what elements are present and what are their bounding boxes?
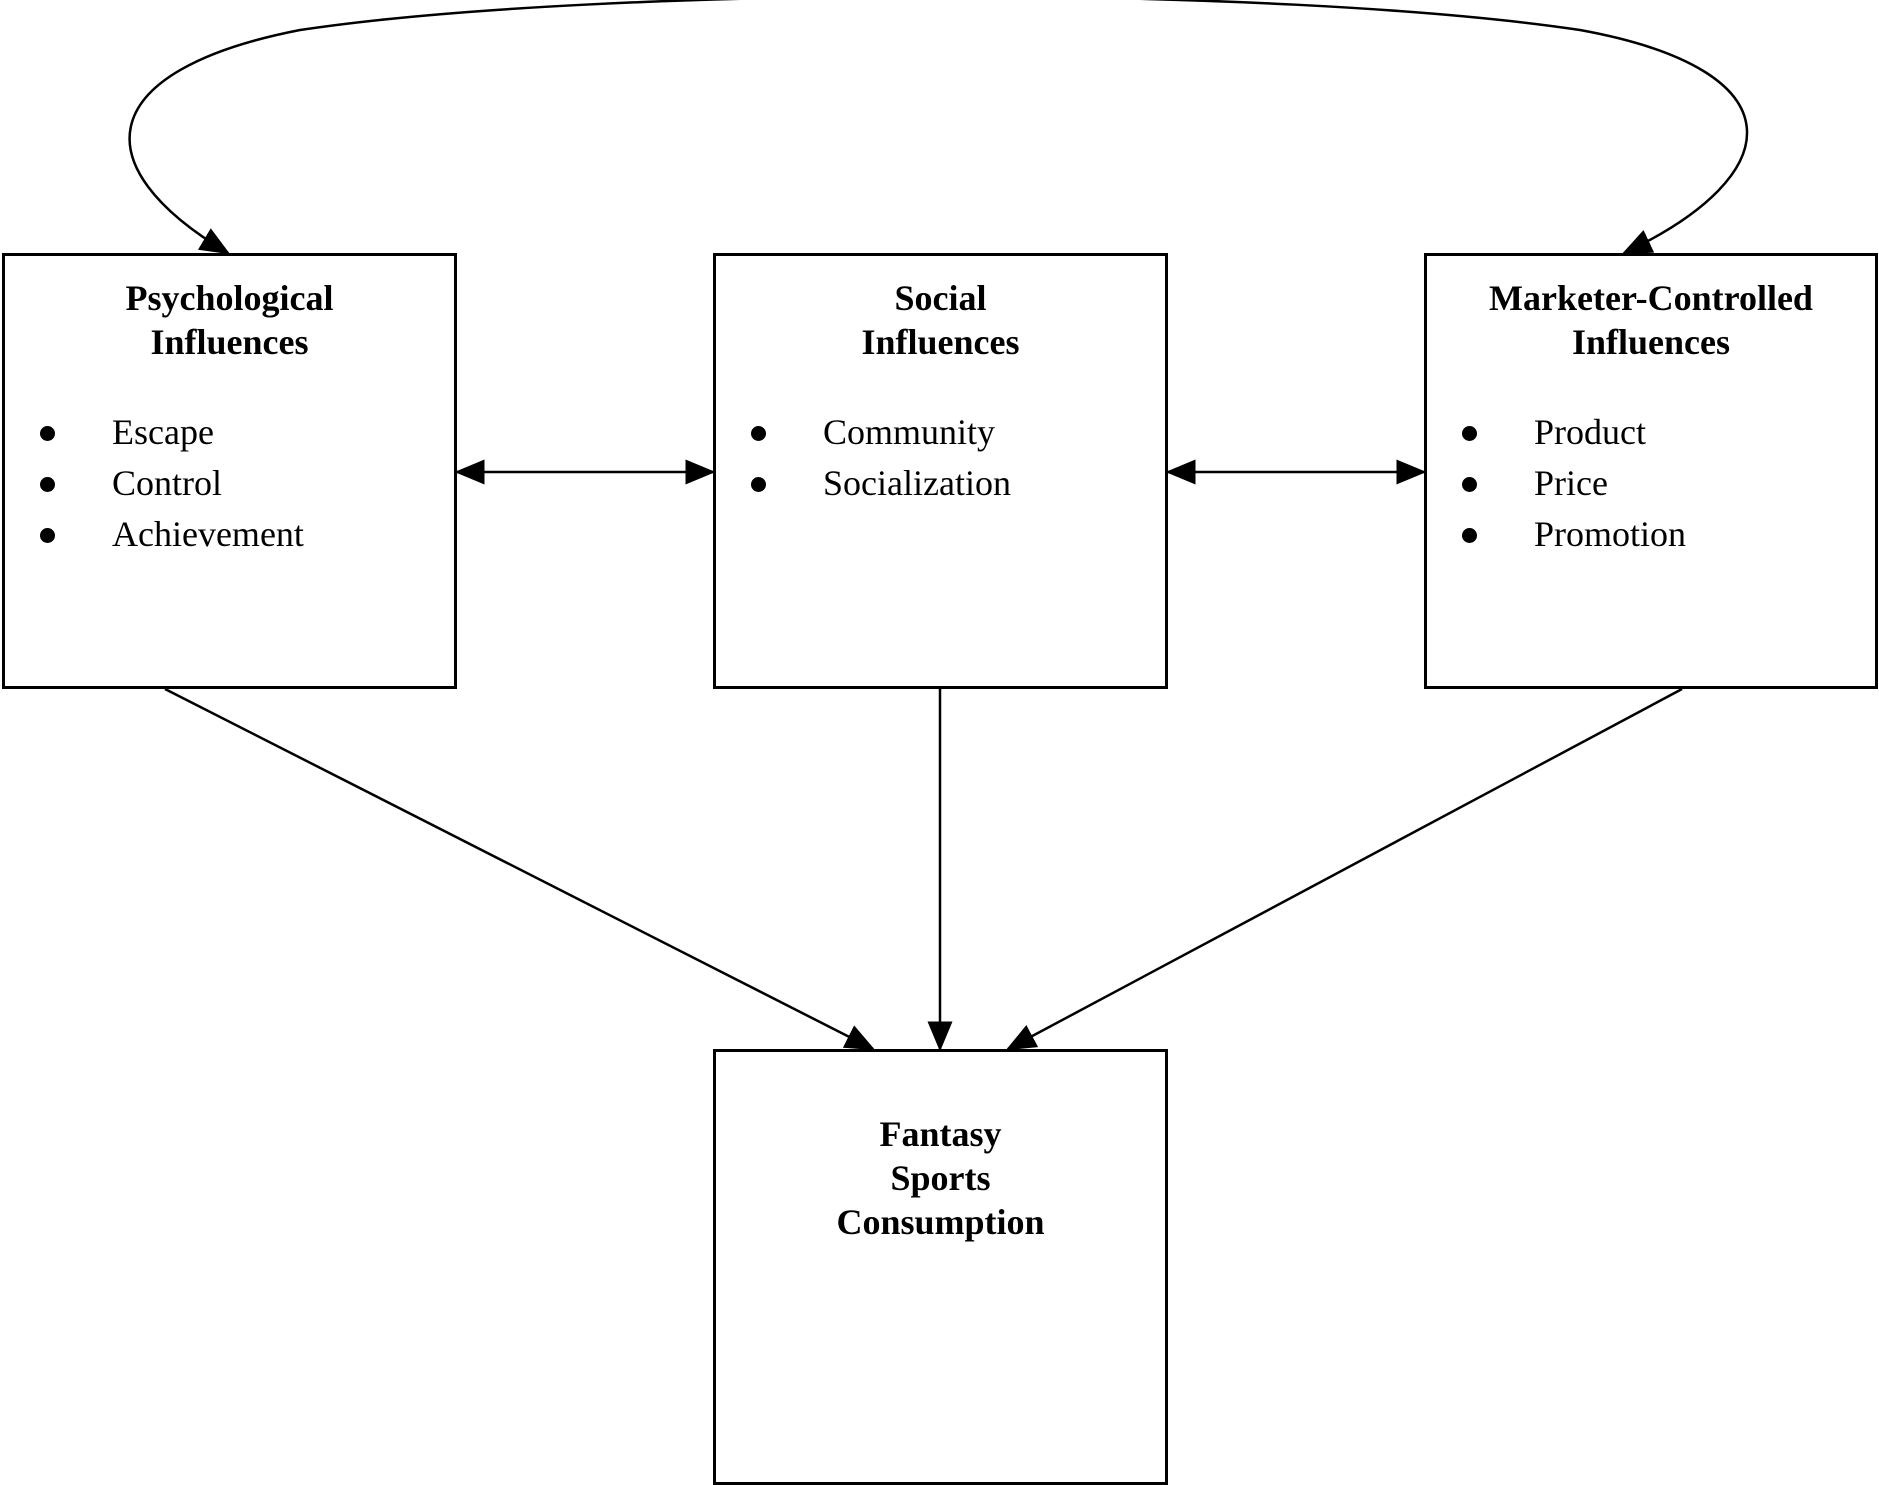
fantasy-sports-consumption-title: Fantasy Sports Consumption <box>716 1112 1165 1244</box>
list-item-label: Socialization <box>823 463 1011 503</box>
marketer-outcome-arrow <box>1005 687 1683 1051</box>
marketer-controlled-influences-box: Marketer-Controlled Influences Product P… <box>1424 253 1878 689</box>
feedback-arc-connector <box>128 0 1749 255</box>
title-line: Influences <box>1571 322 1730 362</box>
list-item-label: Control <box>112 463 223 503</box>
bullet-icon <box>1462 528 1477 543</box>
title-line: Influences <box>861 322 1020 362</box>
marketer-controlled-influences-title: Marketer-Controlled Influences <box>1427 276 1875 364</box>
bullet-icon <box>40 528 55 543</box>
psych-outcome-arrow <box>164 687 876 1051</box>
bullet-icon <box>40 426 55 441</box>
list-item-label: Escape <box>112 412 214 452</box>
social-influences-box: Social Influences Community Socializatio… <box>713 253 1168 689</box>
title-line: Marketer-Controlled <box>1489 278 1813 318</box>
bullet-icon <box>751 426 766 441</box>
title-line: Psychological <box>125 278 334 318</box>
list-item-label: Community <box>823 412 996 452</box>
bullet-icon <box>1462 477 1477 492</box>
social-influences-title: Social Influences <box>716 276 1165 364</box>
title-line: Influences <box>150 322 309 362</box>
list-item-label: Price <box>1534 463 1608 503</box>
psychological-influences-box: Psychological Influences Escape Control … <box>2 253 457 689</box>
list-item-label: Achievement <box>112 514 304 554</box>
fantasy-sports-consumption-box: Fantasy Sports Consumption <box>713 1049 1168 1485</box>
list-item-label: Product <box>1534 412 1646 452</box>
bullet-icon <box>1462 426 1477 441</box>
title-line: Social <box>894 278 987 318</box>
bullet-icon <box>751 477 766 492</box>
title-line: Consumption <box>836 1202 1045 1242</box>
title-line: Fantasy <box>879 1114 1002 1154</box>
title-line: Sports <box>890 1158 991 1198</box>
list-item-label: Promotion <box>1534 514 1687 554</box>
psychological-influences-title: Psychological Influences <box>5 276 454 364</box>
bullet-icon <box>40 477 55 492</box>
